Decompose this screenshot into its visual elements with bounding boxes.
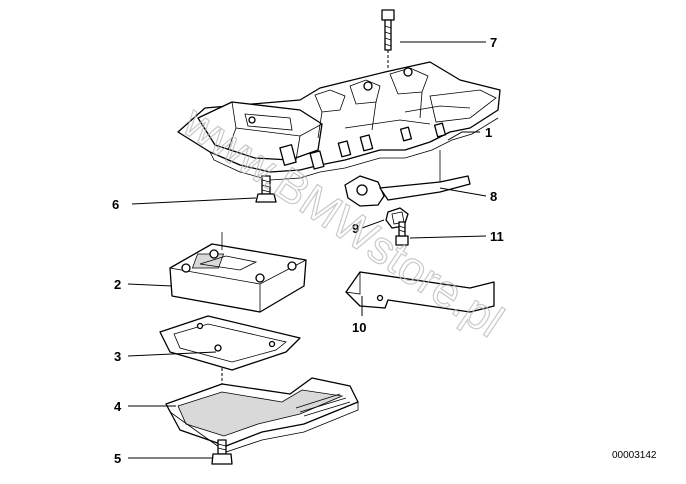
- callout-8: 8: [490, 189, 497, 204]
- callout-11: 11: [490, 229, 504, 244]
- leader-lines: [127, 41, 487, 459]
- callout-7: 7: [490, 35, 497, 50]
- callout-2: 2: [114, 277, 121, 292]
- bolt-top: [381, 9, 395, 70]
- valve-body: [177, 61, 501, 181]
- oil-strainer: [165, 368, 359, 453]
- callout-9: 9: [352, 221, 359, 236]
- callout-1: 1: [485, 125, 492, 140]
- callout-6: 6: [112, 197, 119, 212]
- filter-housing: [169, 232, 307, 313]
- bolt-lower-right: [395, 221, 409, 246]
- detent-lever: [344, 150, 471, 207]
- callout-5: 5: [114, 451, 121, 466]
- callout-labels: 7 1 8 9 11 10 6 2 3 4 5: [112, 35, 504, 466]
- bolt-left: [255, 175, 277, 203]
- callout-10: 10: [352, 320, 366, 335]
- bolt-bottom: [211, 439, 233, 465]
- document-number: 00003142: [612, 450, 657, 461]
- callout-3: 3: [114, 349, 121, 364]
- separator-plate-strip: [345, 271, 495, 313]
- gasket: [159, 315, 301, 371]
- callout-4: 4: [114, 399, 122, 414]
